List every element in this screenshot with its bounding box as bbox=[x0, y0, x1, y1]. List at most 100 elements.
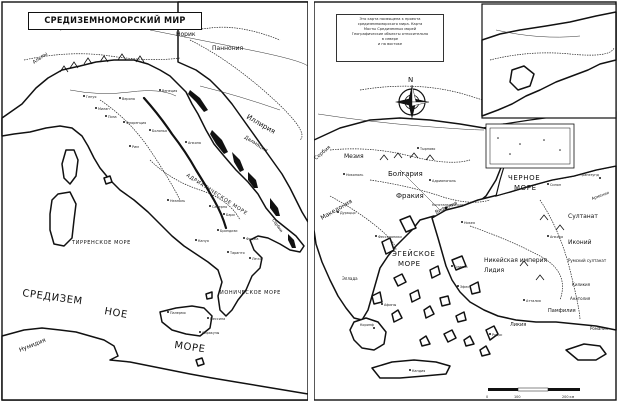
town-label: Никополь bbox=[346, 173, 363, 177]
town-label: Кандия bbox=[412, 369, 425, 373]
rhodes bbox=[485, 325, 499, 341]
border-nicaea bbox=[469, 225, 563, 301]
label-pannonia: Паннония bbox=[212, 45, 244, 52]
border-sultanate bbox=[539, 199, 581, 321]
label-cilicia: Киликия bbox=[572, 282, 591, 287]
map-title: СРЕДИЗЕМНОМОРСКИЙ МИР bbox=[28, 12, 202, 30]
panel-gutter bbox=[308, 0, 314, 407]
crete bbox=[371, 359, 451, 379]
town-label: Сиракузы bbox=[202, 331, 220, 335]
town-label: Смирна bbox=[454, 265, 468, 269]
dalmatian-islands bbox=[188, 90, 296, 248]
town-label: Салерно bbox=[212, 205, 227, 209]
north-africa bbox=[1, 327, 309, 401]
label-nicaea: Никейская империя bbox=[484, 257, 547, 264]
label-greece: Эллада bbox=[342, 276, 358, 281]
label-aegean-2: МОРЕ bbox=[398, 260, 421, 268]
town-label: Пиза bbox=[108, 115, 117, 119]
border-pannonia bbox=[189, 39, 303, 141]
town-label: Болонья bbox=[152, 129, 167, 133]
label-thrace: Фракия bbox=[396, 192, 424, 200]
inset-river bbox=[495, 29, 581, 38]
town-label: Трапезунд bbox=[579, 173, 600, 177]
label-med-3: МОРЕ bbox=[174, 340, 206, 355]
label-aegean-1: ЭГЕЙСКОЕ bbox=[392, 249, 435, 258]
inset-land bbox=[481, 11, 617, 117]
town-label: Атталия bbox=[526, 299, 541, 303]
alps-marks bbox=[59, 53, 145, 73]
inset-border bbox=[489, 47, 615, 61]
sardinia bbox=[49, 191, 77, 247]
town-label: Афины bbox=[384, 303, 397, 307]
scale-label-0: 0 bbox=[486, 395, 488, 399]
border-macedonia bbox=[329, 195, 397, 251]
label-anatolia: Анатолия bbox=[570, 296, 591, 301]
river-po bbox=[69, 89, 177, 97]
town-label: Дураццо bbox=[340, 211, 356, 215]
label-iconium: Иконий bbox=[568, 239, 592, 246]
river-danube bbox=[149, 29, 309, 67]
town-label: Рим bbox=[132, 145, 139, 149]
legend-line: и на востоке bbox=[377, 42, 403, 46]
border-alps bbox=[23, 53, 181, 61]
island-malta bbox=[195, 357, 205, 367]
label-bulgaria: Болгария bbox=[388, 170, 423, 178]
border-thrace bbox=[369, 179, 491, 203]
scale-label-200: 200 км bbox=[562, 395, 575, 399]
label-med-2: НОЕ bbox=[103, 306, 128, 321]
town-label: Генуя bbox=[86, 95, 96, 99]
river-sava bbox=[199, 85, 281, 111]
italy-towns bbox=[83, 89, 251, 333]
legend-line: Мосты Средиземных морей bbox=[363, 27, 417, 31]
town-label: Фоджа bbox=[246, 237, 258, 241]
label-black-2: МОРЕ bbox=[514, 184, 537, 192]
border-moesia bbox=[329, 148, 471, 163]
label-armenia: Армения bbox=[591, 190, 611, 201]
balkan-mountains bbox=[379, 152, 565, 281]
town-label: Таранто bbox=[229, 251, 245, 255]
label-sultanate: Султанат bbox=[568, 213, 598, 220]
town-label: Венеция bbox=[162, 89, 177, 93]
label-lydia: Лидия bbox=[484, 267, 504, 274]
town-label: Верона bbox=[122, 97, 135, 101]
town-label: Анкира bbox=[550, 235, 563, 239]
river-maritsa bbox=[399, 169, 441, 211]
town-label: Палермо bbox=[170, 311, 186, 315]
island-lipari bbox=[205, 291, 213, 300]
corsica bbox=[61, 149, 79, 185]
legend-line: Это карта посвящена к проекта bbox=[359, 17, 421, 21]
cyprus bbox=[565, 343, 607, 361]
label-black-1: ЧЕРНОЕ bbox=[508, 174, 540, 182]
island-elba bbox=[103, 175, 113, 185]
label-tyrrhenian: ТИРРЕНСКОЕ МОРЕ bbox=[71, 240, 131, 246]
town-label: Коринф bbox=[360, 323, 374, 327]
label-rum: Румский султанат bbox=[568, 258, 607, 263]
town-label: Бари bbox=[226, 213, 235, 217]
town-label: Капуя bbox=[198, 239, 209, 243]
label-noric: Норик bbox=[176, 31, 196, 38]
town-label: Эфес bbox=[460, 285, 469, 289]
town-label: Константинополь bbox=[432, 203, 464, 207]
town-label: Никея bbox=[464, 221, 475, 225]
river-danube-east bbox=[317, 113, 485, 131]
label-ionian: ИОНИЧЕСКОЕ МОРЕ bbox=[220, 290, 281, 296]
inset-peninsula bbox=[509, 65, 535, 91]
label-moesia: Мезия bbox=[344, 153, 364, 160]
sicily bbox=[159, 305, 213, 337]
town-label: Мессина bbox=[210, 317, 225, 321]
legend-line: Географические объекты относительно bbox=[351, 32, 429, 36]
town-label: Тырново bbox=[419, 147, 435, 151]
border-states-1 bbox=[99, 99, 181, 201]
compass-north-label: N bbox=[408, 76, 413, 84]
italy-panel: Рим Неаполь Генуя Пиза Флоренция Венеция… bbox=[1, 1, 309, 401]
inset-map bbox=[481, 3, 617, 169]
border-states-2 bbox=[149, 159, 241, 221]
apennines bbox=[142, 96, 228, 230]
legend-box: Это карта посвящена к проекта средиземно… bbox=[336, 14, 444, 62]
peloponnese bbox=[349, 317, 387, 351]
italy-town-labels: Рим Неаполь Генуя Пиза Флоренция Венеция… bbox=[86, 89, 263, 335]
label-lycia: Ликия bbox=[510, 322, 526, 328]
town-label: Милан bbox=[98, 107, 110, 111]
legend-line: средиземноморского мира. Карта bbox=[357, 22, 423, 26]
